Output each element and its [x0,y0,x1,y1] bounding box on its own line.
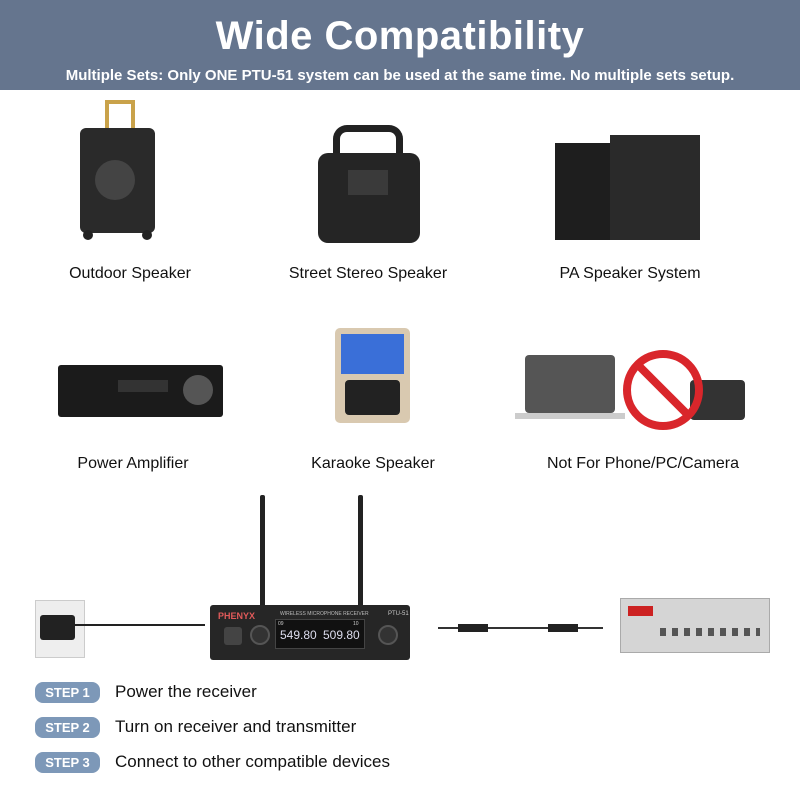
step-badge: STEP 2 [35,717,100,738]
device-label: Not For Phone/PC/Camera [546,455,740,472]
amplifier-icon [58,365,223,420]
mixer-amplifier-icon [620,598,770,656]
channel-a: 09 [278,621,284,627]
channel-b: 10 [353,621,359,627]
step-text: Turn on receiver and transmitter [115,717,357,736]
receiver-heading: WIRELESS MICROPHONE RECEIVER [280,611,369,617]
audio-cable-icon [438,623,603,633]
step-text: Power the receiver [115,682,257,701]
page-title: Wide Compatibility [215,14,585,58]
device-label: PA Speaker System [559,265,701,282]
receiver-image: PHENYX PTU-51 WIRELESS MICROPHONE RECEIV… [210,495,410,670]
device-label: Karaoke Speaker [311,455,435,472]
step-badge: STEP 3 [35,752,100,773]
power-adapter-icon [35,600,205,660]
receiver-model: PTU-51 [388,611,409,617]
header-banner: Wide Compatibility Multiple Sets: Only O… [0,0,800,90]
device-label: Street Stereo Speaker [288,265,448,282]
frequency-a: 549.80 [280,628,317,642]
frequency-b: 509.80 [323,628,360,642]
karaoke-speaker-icon [335,318,410,428]
pa-speaker-icon [555,135,700,240]
outdoor-speaker-icon [75,100,160,240]
prohibited-icon [515,350,760,435]
receiver-brand: PHENYX [218,611,256,621]
device-label: Outdoor Speaker [69,265,191,282]
street-speaker-icon [318,125,420,243]
step-badge: STEP 1 [35,682,100,703]
subtitle: Multiple Sets: Only ONE PTU-51 system ca… [65,67,735,84]
device-label: Power Amplifier [77,455,189,472]
step-text: Connect to other compatible devices [115,752,390,771]
